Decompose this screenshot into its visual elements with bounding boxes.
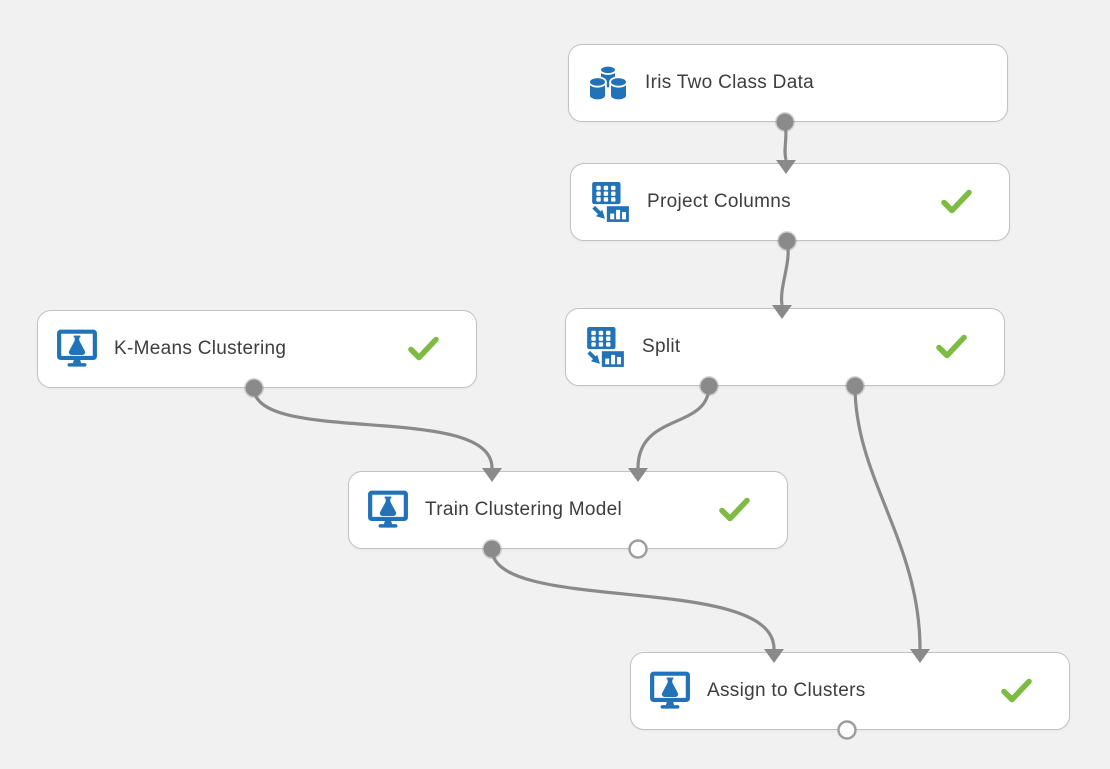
project-columns-icon (589, 181, 631, 223)
edge-project-columns-to-split[interactable] (779, 240, 790, 306)
edge-train-left-to-assign-left[interactable] (490, 548, 776, 650)
node-label: Project Columns (647, 191, 791, 212)
success-check-icon (719, 497, 750, 523)
edge-iris-to-project-columns[interactable] (783, 121, 788, 161)
node-split[interactable]: Split (565, 308, 1005, 386)
split-icon (584, 326, 626, 368)
node-iris-two-class-data[interactable]: Iris Two Class Data (568, 44, 1008, 122)
success-check-icon (1001, 678, 1032, 704)
node-k-means-clustering[interactable]: K-Means Clustering (37, 310, 477, 388)
edge-split-right-to-assign-right[interactable] (853, 385, 922, 650)
monitor-flask-icon (649, 670, 691, 712)
node-label: Split (642, 336, 681, 357)
monitor-flask-icon (56, 328, 98, 370)
success-check-icon (408, 336, 439, 362)
node-assign-to-clusters[interactable]: Assign to Clusters (630, 652, 1070, 730)
node-label: Assign to Clusters (707, 680, 866, 701)
node-label: Train Clustering Model (425, 499, 623, 520)
node-label: K-Means Clustering (114, 338, 287, 359)
node-train-clustering-model[interactable]: Train Clustering Model (348, 471, 788, 549)
dataset-cylinders-icon (587, 62, 629, 104)
success-check-icon (936, 334, 967, 360)
monitor-flask-icon (367, 489, 409, 531)
edge-split-left-to-train-right[interactable] (636, 385, 711, 469)
node-label: Iris Two Class Data (645, 72, 815, 93)
success-check-icon (941, 189, 972, 215)
edge-kmeans-to-train[interactable] (252, 387, 494, 469)
node-project-columns[interactable]: Project Columns (570, 163, 1010, 241)
